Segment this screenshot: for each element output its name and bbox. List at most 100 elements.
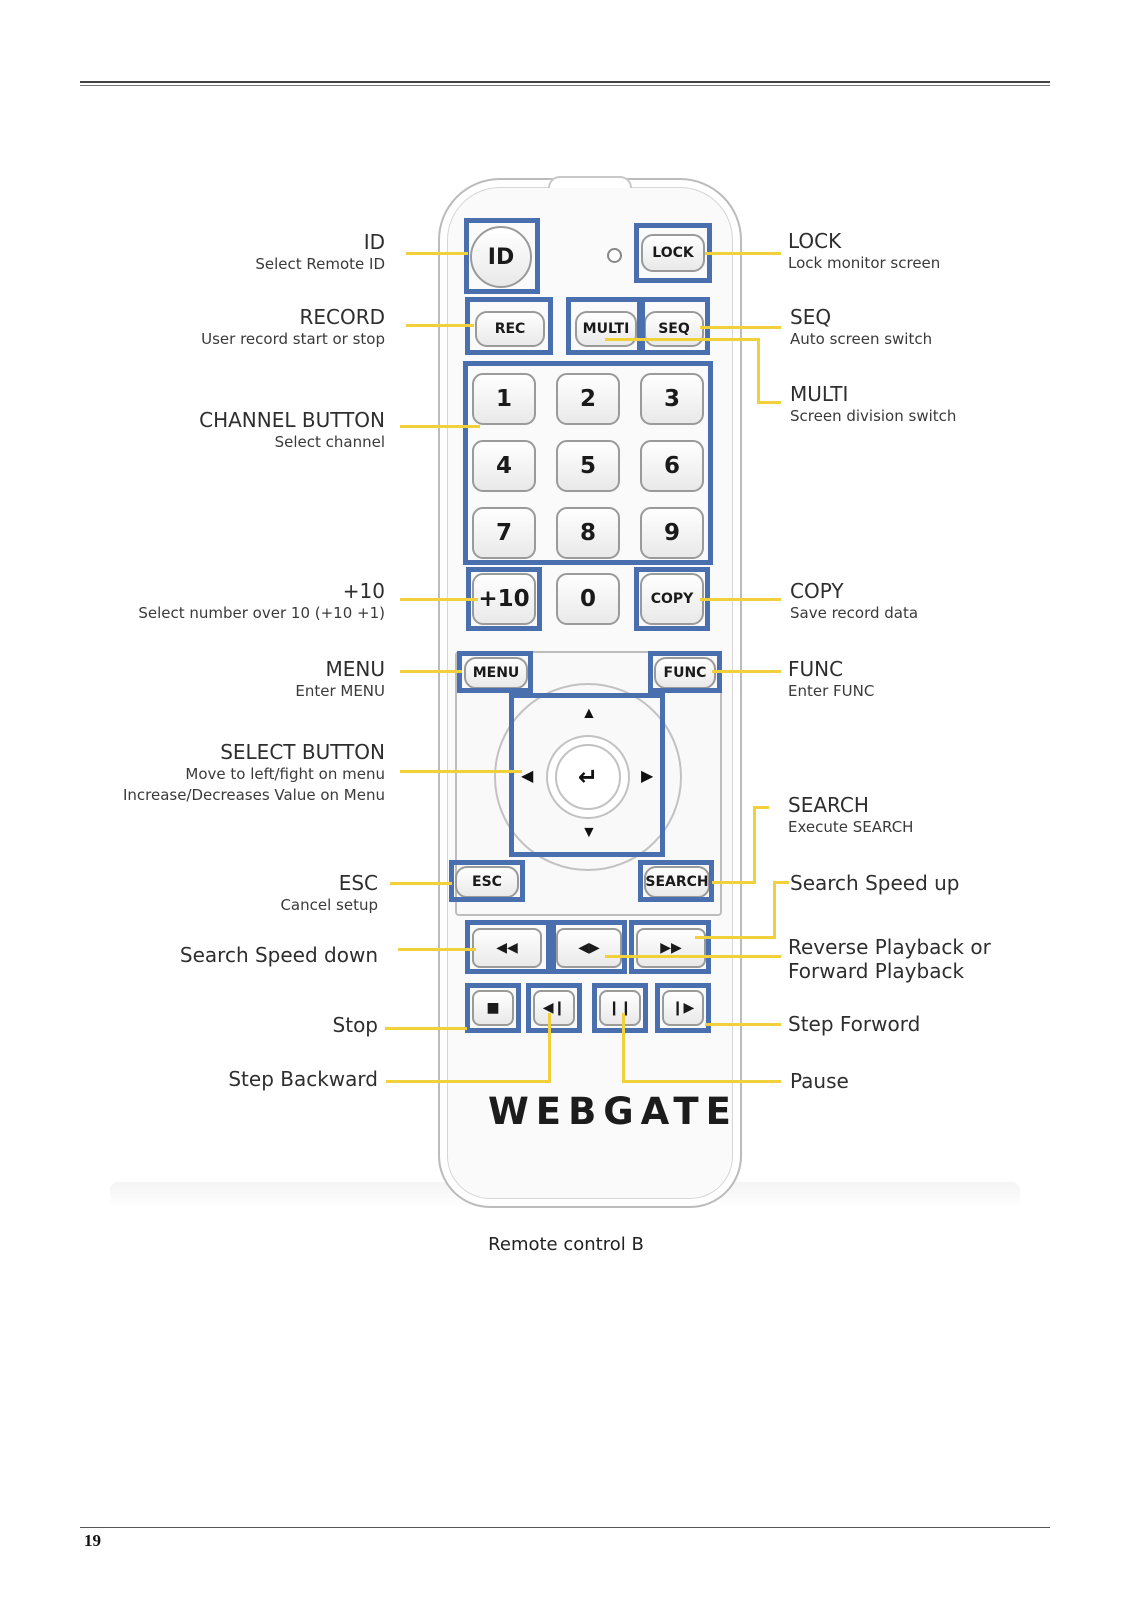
label-id-title: ID: [255, 230, 385, 254]
arrow-down-icon[interactable]: ▼: [581, 824, 597, 842]
label-speed-up-title: Search Speed up: [790, 871, 960, 895]
multi-button[interactable]: MULTI: [575, 311, 637, 347]
step-backward-button[interactable]: ◀❙: [533, 990, 575, 1026]
label-select-sub2: Increase/Decreases Value on Menu: [123, 785, 385, 806]
label-select-title: SELECT BUTTON: [123, 740, 385, 764]
label-id-sub: Select Remote ID: [255, 254, 385, 275]
stop-icon: ■: [486, 1000, 499, 1016]
step-forward-icon: ❙▶: [672, 1000, 695, 1016]
label-multi: MULTI Screen division switch: [790, 382, 956, 427]
leader-func: [712, 670, 781, 673]
label-stop: Stop: [333, 1013, 378, 1037]
fast-forward-icon: ▶▶: [660, 940, 682, 956]
leader-stop: [385, 1027, 467, 1030]
leader-plus10: [400, 598, 478, 601]
label-seq: SEQ Auto screen switch: [790, 305, 932, 350]
label-func: FUNC Enter FUNC: [788, 657, 874, 702]
label-multi-title: MULTI: [790, 382, 956, 406]
func-button[interactable]: FUNC: [654, 657, 716, 689]
func-label: FUNC: [664, 665, 707, 681]
label-multi-sub: Screen division switch: [790, 406, 956, 427]
leader-step-back-v: [548, 1013, 551, 1083]
menu-button[interactable]: MENU: [464, 657, 528, 689]
leader-search-h: [712, 881, 756, 884]
remote-notch: [548, 176, 632, 188]
label-esc-sub: Cancel setup: [280, 895, 378, 916]
arrow-up-icon[interactable]: ▲: [581, 705, 597, 723]
leader-copy: [700, 598, 781, 601]
label-lock-title: LOCK: [788, 229, 940, 253]
zero-button[interactable]: 0: [556, 573, 620, 625]
page-number: 19: [84, 1531, 101, 1551]
search-label: SEARCH: [645, 874, 708, 890]
fast-forward-button[interactable]: ▶▶: [636, 928, 706, 968]
label-reverse-line2: Forward Playback: [788, 959, 991, 983]
digit-2-button[interactable]: 2: [556, 373, 620, 425]
label-esc-title: ESC: [280, 871, 378, 895]
rewind-button[interactable]: ◀◀: [472, 928, 542, 968]
leader-speed-up-v: [773, 881, 776, 939]
digit-9-label: 9: [664, 520, 680, 546]
header-rule: [80, 81, 1050, 83]
stop-button[interactable]: ■: [472, 990, 514, 1026]
label-seq-sub: Auto screen switch: [790, 329, 932, 350]
label-record-sub: User record start or stop: [201, 329, 385, 350]
label-search-title: SEARCH: [788, 793, 913, 817]
lock-button[interactable]: LOCK: [641, 234, 705, 272]
pause-icon: ❙❙: [608, 1000, 631, 1016]
leader-multi-v: [757, 338, 760, 404]
label-lock: LOCK Lock monitor screen: [788, 229, 940, 274]
leader-multi-end: [757, 401, 781, 404]
arrow-right-icon[interactable]: ▶: [641, 766, 653, 786]
copy-label: COPY: [651, 591, 694, 607]
label-select: SELECT BUTTON Move to left/fight on menu…: [123, 740, 385, 806]
id-button[interactable]: ID: [470, 226, 532, 288]
label-channel-title: CHANNEL BUTTON: [199, 408, 385, 432]
search-button[interactable]: SEARCH: [644, 866, 710, 898]
digit-8-label: 8: [580, 520, 596, 546]
enter-icon: ↵: [578, 763, 598, 792]
label-step-back: Step Backward: [228, 1067, 378, 1091]
digit-7-button[interactable]: 7: [472, 507, 536, 559]
label-search: SEARCH Execute SEARCH: [788, 793, 913, 838]
digit-5-button[interactable]: 5: [556, 440, 620, 492]
label-speed-up: Search Speed up: [790, 871, 960, 895]
status-led: [607, 248, 622, 263]
pause-button[interactable]: ❙❙: [599, 990, 641, 1026]
label-lock-sub: Lock monitor screen: [788, 253, 940, 274]
label-record-title: RECORD: [201, 305, 385, 329]
digit-3-label: 3: [664, 386, 680, 412]
label-copy-sub: Save record data: [790, 603, 918, 624]
multi-button-label: MULTI: [583, 321, 630, 337]
leader-seq: [700, 326, 781, 329]
label-speed-down-title: Search Speed down: [180, 943, 378, 967]
digit-6-button[interactable]: 6: [640, 440, 704, 492]
leader-speed-down: [398, 948, 476, 951]
rec-button[interactable]: REC: [475, 311, 545, 347]
digit-3-button[interactable]: 3: [640, 373, 704, 425]
label-copy: COPY Save record data: [790, 579, 918, 624]
digit-9-button[interactable]: 9: [640, 507, 704, 559]
step-forward-button[interactable]: ❙▶: [662, 990, 704, 1026]
esc-button[interactable]: ESC: [455, 866, 519, 898]
plus10-button[interactable]: +10: [472, 573, 536, 625]
copy-button[interactable]: COPY: [640, 573, 704, 625]
digit-8-button[interactable]: 8: [556, 507, 620, 559]
brand-logo: WEBGATE: [488, 1090, 698, 1133]
leader-lock: [705, 252, 781, 255]
digit-4-button[interactable]: 4: [472, 440, 536, 492]
label-plus10-title: +10: [138, 579, 385, 603]
leader-record: [406, 324, 474, 327]
reverse-forward-button[interactable]: ◀▶: [556, 928, 622, 968]
leader-select: [400, 770, 522, 773]
digit-7-label: 7: [496, 520, 512, 546]
label-channel: CHANNEL BUTTON Select channel: [199, 408, 385, 453]
digit-1-button[interactable]: 1: [472, 373, 536, 425]
label-reverse-line1: Reverse Playback or: [788, 935, 991, 959]
label-copy-title: COPY: [790, 579, 918, 603]
footer-rule: [80, 1527, 1050, 1528]
rewind-icon: ◀◀: [496, 940, 518, 956]
arrow-left-icon[interactable]: ◀: [521, 766, 533, 786]
seq-button[interactable]: SEQ: [644, 311, 704, 347]
digit-1-label: 1: [496, 386, 512, 412]
